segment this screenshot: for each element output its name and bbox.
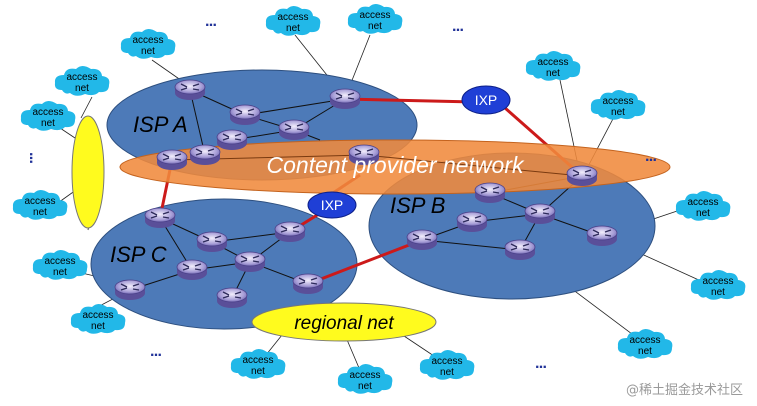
svg-text:access: access [359, 10, 390, 21]
access-net: access net [70, 304, 126, 334]
access-networks: access net access net access net access … [12, 4, 746, 394]
ellipsis-vertical: · · · [22, 152, 39, 164]
ixp-2-label: IXP [321, 197, 344, 213]
access-net: access net [690, 270, 746, 300]
router [114, 279, 146, 301]
content-provider-network [119, 139, 671, 195]
svg-text:access: access [242, 355, 273, 366]
router [504, 239, 536, 261]
svg-text:access: access [82, 310, 113, 321]
ixp-1-label: IXP [475, 92, 498, 108]
ellipsis: · · · [205, 17, 217, 34]
access-net: access net [32, 250, 88, 280]
svg-text:net: net [696, 208, 710, 219]
svg-text:net: net [141, 46, 155, 57]
router [174, 79, 206, 101]
ellipsis: · · · [535, 359, 547, 376]
access-net: access net [230, 349, 286, 379]
router [196, 231, 228, 253]
router [144, 207, 176, 229]
svg-text:net: net [711, 287, 725, 298]
router [566, 165, 598, 187]
access-net: access net [120, 29, 176, 59]
access-net: access net [419, 350, 475, 380]
router [216, 287, 248, 309]
svg-text:net: net [91, 321, 105, 332]
router [474, 182, 506, 204]
svg-text:net: net [368, 21, 382, 32]
access-net: access net [337, 364, 393, 394]
regional-net [251, 302, 437, 342]
svg-text:access: access [277, 12, 308, 23]
content-provider-label: Content provider network [267, 152, 525, 178]
svg-text:access: access [602, 96, 633, 107]
isp-c-label: ISP C [110, 242, 167, 267]
ellipsis: · · · [645, 152, 657, 169]
svg-text:net: net [611, 107, 625, 118]
svg-text:access: access [687, 197, 718, 208]
svg-text:net: net [53, 267, 67, 278]
svg-text:access: access [32, 107, 63, 118]
isp-a-label: ISP A [133, 112, 188, 137]
access-net: access net [20, 101, 76, 131]
access-net: access net [347, 4, 403, 34]
svg-text:net: net [41, 118, 55, 129]
router [176, 259, 208, 281]
router [329, 88, 361, 110]
svg-text:access: access [132, 35, 163, 46]
svg-text:access: access [702, 276, 733, 287]
ixp-1: IXP [461, 85, 511, 115]
router [274, 221, 306, 243]
router [234, 251, 266, 273]
svg-text:access: access [629, 335, 660, 346]
router [189, 144, 221, 166]
svg-text:net: net [546, 68, 560, 79]
watermark: @稀土掘金技术社区 [625, 383, 743, 398]
ellipsis: · · · [150, 347, 162, 364]
router [586, 225, 618, 247]
svg-text:access: access [44, 256, 75, 267]
router [456, 211, 488, 233]
router [524, 203, 556, 225]
access-net: access net [590, 90, 646, 120]
svg-text:access: access [349, 370, 380, 381]
ixp-2: IXP [307, 191, 357, 219]
access-net: access net [525, 51, 581, 81]
svg-text:net: net [286, 23, 300, 34]
svg-text:net: net [440, 367, 454, 378]
regional-net-label: regional net [294, 313, 394, 334]
router [229, 104, 261, 126]
svg-text:net: net [33, 207, 47, 218]
ellipsis: · · · [452, 22, 464, 39]
router [406, 229, 438, 251]
router [156, 149, 188, 171]
access-net: access net [675, 191, 731, 221]
router [278, 119, 310, 141]
access-net: access net [12, 190, 68, 220]
svg-text:net: net [251, 366, 265, 377]
access-net: access net [617, 329, 673, 359]
svg-text:net: net [638, 346, 652, 357]
router [216, 129, 248, 151]
access-net: access net [265, 6, 321, 36]
svg-text:access: access [66, 72, 97, 83]
svg-text:access: access [537, 57, 568, 68]
svg-text:access: access [24, 196, 55, 207]
svg-text:net: net [358, 381, 372, 392]
stub-network [71, 115, 105, 229]
router [292, 273, 324, 295]
svg-text:access: access [431, 356, 462, 367]
access-net: access net [54, 66, 110, 96]
svg-text:net: net [75, 83, 89, 94]
isp-b-label: ISP B [390, 193, 445, 218]
